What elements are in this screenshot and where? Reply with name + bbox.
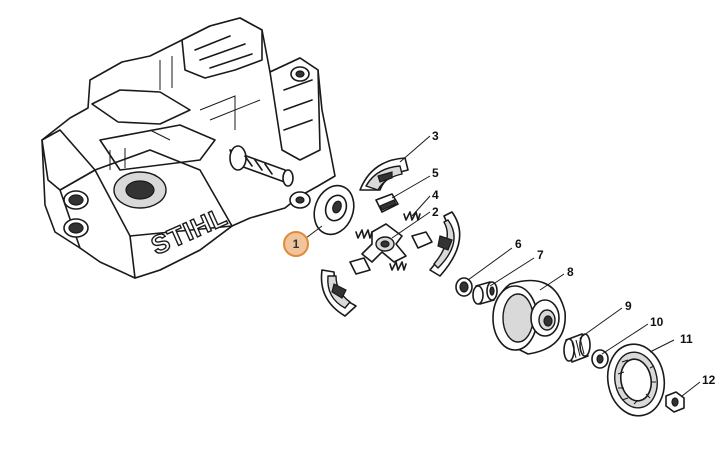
part-8-clutch-drum <box>492 279 566 355</box>
part-9-needle-cage <box>563 333 591 363</box>
part-10-washer <box>591 349 609 369</box>
callout-1[interactable]: 1 <box>283 231 309 257</box>
clutch-shoe-lower <box>320 269 357 317</box>
part-7-sleeve <box>472 281 498 305</box>
callout-2-label[interactable]: 2 <box>432 205 439 219</box>
callout-6-label[interactable]: 6 <box>515 237 522 251</box>
callout-11-label[interactable]: 11 <box>680 332 693 346</box>
crankshaft-stub <box>229 145 294 187</box>
housing-port-lower <box>63 218 89 238</box>
engine-housing <box>41 17 336 279</box>
callout-8-label[interactable]: 8 <box>567 265 574 279</box>
leader-lines <box>305 135 701 397</box>
part-1-washer <box>313 184 355 236</box>
callout-9-label[interactable]: 9 <box>625 299 632 313</box>
callout-7-label[interactable]: 7 <box>537 248 544 262</box>
part-2-clutch-hub <box>361 223 407 263</box>
callout-1-label: 1 <box>293 237 300 251</box>
callout-1-highlight <box>283 231 309 257</box>
part-3-clutch-shoe-upper <box>359 157 409 191</box>
part-6-washer <box>455 277 473 297</box>
part-5-slide <box>349 193 433 275</box>
part-11-rim-sprocket <box>606 343 666 417</box>
housing-port-upper <box>63 190 89 210</box>
part-12-nut <box>665 391 685 413</box>
callout-12-label[interactable]: 12 <box>702 373 716 387</box>
callout-3-label[interactable]: 3 <box>432 129 439 143</box>
clutch-shoe-right <box>429 211 461 277</box>
callout-5-label[interactable]: 5 <box>432 166 439 180</box>
callout-4-label[interactable]: 4 <box>432 188 439 202</box>
callout-10-label[interactable]: 10 <box>650 315 664 329</box>
